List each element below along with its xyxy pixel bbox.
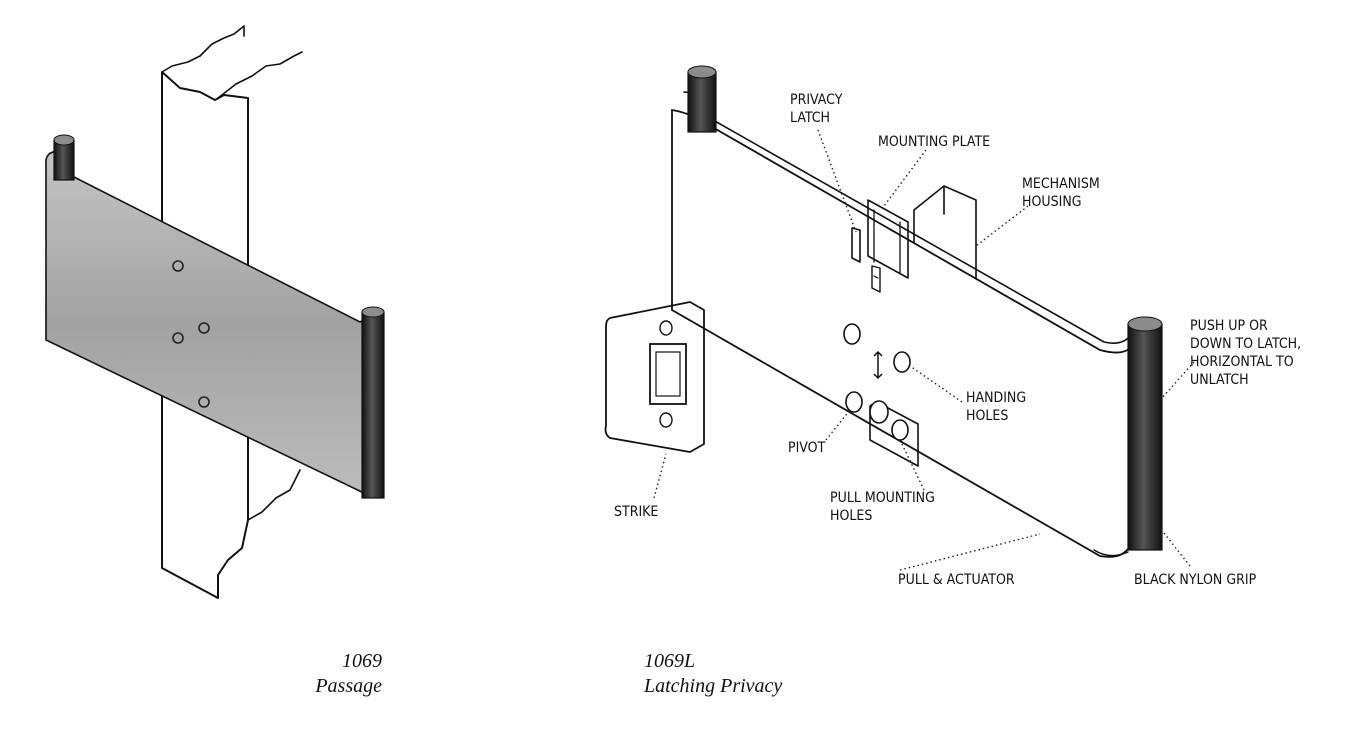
label-mounting-plate: MOUNTING PLATE <box>878 134 990 150</box>
figure-captions: 1069 Passage 1069L Latching Privacy <box>314 650 782 697</box>
label-strike: STRIKE <box>614 504 658 520</box>
label-pull-mounting-holes: PULL MOUNTING HOLES <box>830 490 939 524</box>
pull-mounting-block <box>869 400 919 467</box>
privacy-latch <box>851 227 881 293</box>
mounting-plate <box>867 199 909 279</box>
passage-pull-illustration <box>45 25 385 599</box>
caption-left-name: Passage <box>314 675 382 697</box>
label-handing-holes: HANDING HOLES <box>966 390 1030 424</box>
privacy-left-grip <box>687 65 717 133</box>
passage-screws <box>172 260 210 408</box>
label-mechanism-housing: MECHANISM HOUSING <box>1022 176 1104 210</box>
door-jamb <box>161 25 303 599</box>
label-black-nylon-grip: BLACK NYLON GRIP <box>1134 572 1257 588</box>
caption-right-model: 1069L <box>644 650 695 672</box>
privacy-holes <box>843 323 911 441</box>
strike-plate <box>604 301 705 453</box>
label-pivot: PIVOT <box>788 440 826 456</box>
callout-labels: PRIVACY LATCH MOUNTING PLATE MECHANISM H… <box>614 92 1305 588</box>
black-nylon-grip <box>1127 316 1163 551</box>
caption-right-name: Latching Privacy <box>643 675 782 697</box>
label-privacy-latch: PRIVACY LATCH <box>790 92 846 126</box>
label-pull-actuator: PULL & ACTUATOR <box>898 572 1015 588</box>
label-push-up-note: PUSH UP OR DOWN TO LATCH, HORIZONTAL TO … <box>1190 318 1305 388</box>
passage-left-grip <box>53 134 75 181</box>
caption-left-model: 1069 <box>342 650 382 672</box>
leader-lines <box>653 129 1195 571</box>
passage-right-grip <box>361 306 385 499</box>
privacy-pull-illustration <box>604 65 1163 558</box>
